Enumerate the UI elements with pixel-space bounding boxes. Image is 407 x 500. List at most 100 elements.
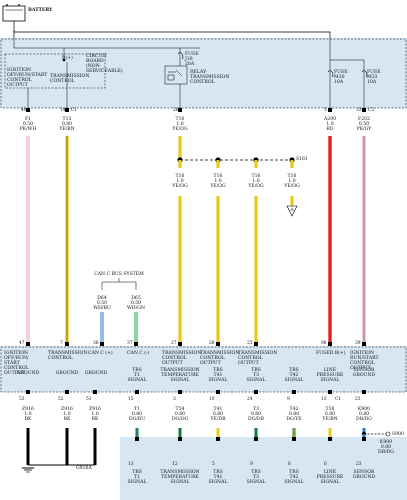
mid-pin: 7: [60, 341, 63, 346]
bottom-label: TRS T1 SIGNAL: [127, 470, 147, 485]
mid-label: TRANSMISSION CONTROL OUTPUT: [200, 351, 240, 366]
fuse-m20-label: FUSE M20 10A: [334, 70, 348, 85]
mid-pin: 27: [171, 341, 177, 346]
top-conn-c1: C1: [71, 108, 78, 113]
lower-label: TRS T42 SIGNAL: [284, 368, 304, 383]
battery-label: BATTERY: [28, 8, 53, 13]
fuse-j18-label: FUSE J18 20A: [185, 52, 199, 67]
mid-pin: 25: [247, 341, 253, 346]
fuse-m33-label: FUSE M33 10A: [367, 70, 381, 85]
splice2-label: S900: [392, 432, 404, 437]
lower-label: GROUND: [16, 371, 40, 376]
mid-pin: 47: [19, 341, 25, 346]
mid-label: TRANSMISSION CONTROL: [48, 351, 88, 361]
lower-pin: 51: [86, 397, 92, 402]
lower-pin: 10: [209, 397, 215, 402]
bplus-label: B(+): [62, 56, 73, 61]
mid-pin: 28: [209, 341, 215, 346]
lower-pin: 3: [173, 397, 176, 402]
top-pin-3: 26: [173, 108, 179, 113]
bottom-pin: 13: [128, 462, 134, 467]
mid-label: CAN C (+): [88, 351, 113, 356]
bottom-pin: 23: [356, 462, 362, 467]
circuit-board-label: CIRCUIT BOARD (NON- SERVICEABLE): [86, 54, 123, 74]
top-pin-1: 49: [21, 108, 27, 113]
lower-label: SENSOR GROUND: [352, 368, 376, 378]
mid-label: FUSED B(+): [316, 351, 346, 356]
bottom-label: TRS T41 SIGNAL: [208, 470, 228, 485]
top-conn-c2: C2: [368, 108, 375, 113]
relay-label: RELAY- TRANSMISSION CONTROL: [190, 70, 230, 85]
lower-pin: 13: [321, 397, 327, 402]
bottom-pin: 5: [212, 462, 215, 467]
lower-pin: 15: [128, 397, 134, 402]
mid-pin: 96: [321, 341, 327, 346]
ref-label: A: [290, 208, 294, 213]
lower-conn-c1: C1: [335, 397, 342, 402]
sensor-box: [120, 437, 407, 500]
ref-triangle-icon: [286, 205, 298, 217]
bottom-pin: 12: [172, 462, 178, 467]
bottom-pin: 9: [250, 462, 253, 467]
mid-label: TRANSMISSION CONTROL OUTPUT: [162, 351, 202, 366]
battery-icon: [2, 4, 26, 22]
lower-pin: 52: [58, 397, 64, 402]
bottom-label: TRS T42 SIGNAL: [284, 470, 304, 485]
lower-pin: 23: [355, 397, 361, 402]
bottom-label: SENSOR GROUND: [352, 470, 376, 480]
top-pin-5: 35: [356, 108, 362, 113]
lower-pin: 24: [247, 397, 253, 402]
top-pin-4: 5: [324, 108, 327, 113]
bottom-pin: 6: [324, 462, 327, 467]
lower-label: GROUND: [55, 371, 79, 376]
ground-label: G916A: [76, 466, 92, 471]
lower-pin: 9: [287, 397, 290, 402]
bottom-pin: 6: [288, 462, 291, 467]
module-band: [0, 38, 407, 108]
mid-pin: 36: [93, 341, 99, 346]
lower-label: TRANSMISSION TEMPERATURE SIGNAL: [160, 368, 200, 383]
wire-t16-branches: [178, 160, 294, 346]
lower-label: TRS T1 SIGNAL: [127, 368, 147, 383]
bottom-label: LINE PRESSURE SIGNAL: [316, 470, 344, 485]
mid-label: CAN C (-): [127, 351, 150, 356]
mid-pin: 37: [127, 341, 133, 346]
ign-output-label: IGNITION OFF/RUN/START CONTROL OUTPUT: [7, 68, 48, 88]
lower-pin: 53: [19, 397, 25, 402]
lower-label: GROUND: [84, 371, 108, 376]
bottom-label: TRS T3 SIGNAL: [246, 470, 266, 485]
lower-label: TRS T3 SIGNAL: [246, 368, 266, 383]
can-bus-title: CAN C BUS SYSTEM: [94, 272, 144, 277]
mid-label: TRANSMISSION CONTROL OUTPUT: [238, 351, 278, 366]
splice-label: S161: [296, 157, 308, 162]
top-pin-2: 14: [60, 108, 66, 113]
trans-control-label: TRANSMISSION CONTROL: [50, 74, 90, 84]
connector-band: [0, 346, 407, 392]
lower-label: TRS T41 SIGNAL: [208, 368, 228, 383]
mid-label: IGNITION OFF/RUN/ START CONTROL OUTPUT: [4, 351, 29, 376]
bottom-label: TRANSMISSION TEMPERATURE SIGNAL: [160, 470, 200, 485]
mid-pin: 39: [355, 341, 361, 346]
